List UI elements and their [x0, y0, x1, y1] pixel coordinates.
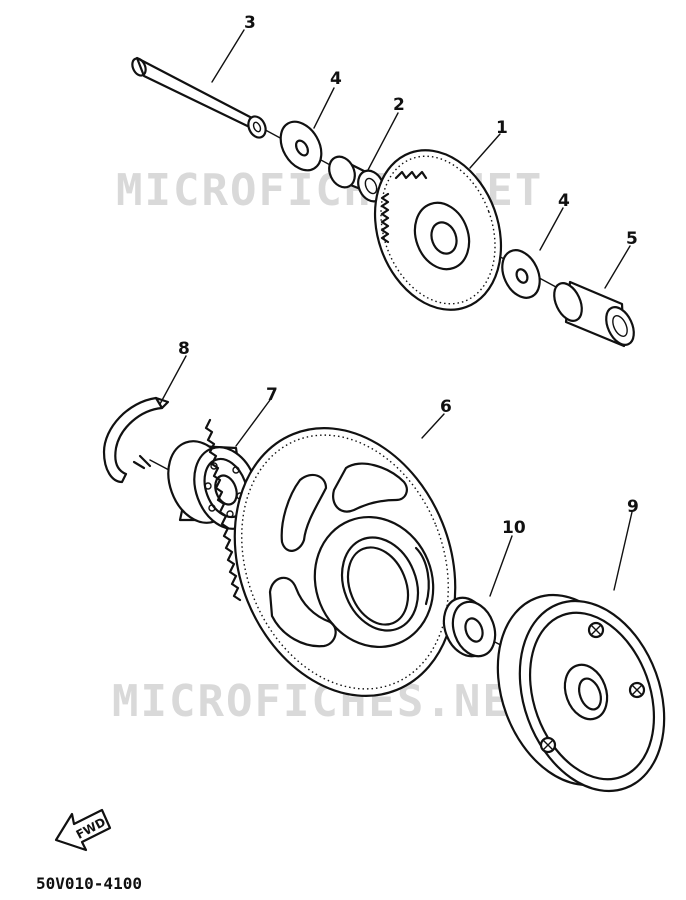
part-1-idler-gear [373, 149, 503, 311]
diagram-code: 50V010-4100 [36, 874, 142, 893]
leader-4a [313, 87, 335, 129]
callout-7: 7 [266, 385, 278, 405]
callout-8: 8 [178, 339, 190, 359]
leader-5 [604, 245, 631, 289]
leader-8 [159, 355, 187, 405]
leader-9 [613, 511, 633, 591]
callout-6: 6 [440, 397, 452, 417]
part-4-washer-lower [501, 249, 541, 299]
forward-arrow-icon: FWD [54, 808, 112, 852]
leader-3 [211, 29, 245, 83]
callout-5: 5 [626, 229, 638, 249]
callout-2: 2 [393, 95, 405, 115]
leader-7 [235, 399, 271, 447]
part-3-shaft [131, 56, 267, 139]
leader-6 [421, 413, 445, 439]
leader-10 [489, 535, 513, 597]
part-10-washer [442, 596, 497, 658]
callout-4-lower: 4 [558, 191, 570, 211]
leader-4b [539, 207, 564, 251]
callout-4-upper: 4 [330, 69, 342, 89]
callout-3: 3 [244, 13, 256, 33]
leader-2 [367, 112, 399, 171]
leader-1 [469, 133, 501, 169]
part-8-circlip [102, 396, 170, 484]
screw-heads [539, 621, 646, 754]
part-9-starter-clutch [496, 593, 666, 793]
part-6-starter-wheel-gear [204, 418, 457, 697]
part-5-collar [553, 280, 635, 348]
part-4-washer-upper [279, 120, 323, 172]
callout-1: 1 [496, 118, 508, 138]
callout-10: 10 [502, 518, 526, 538]
callout-9: 9 [627, 497, 639, 517]
